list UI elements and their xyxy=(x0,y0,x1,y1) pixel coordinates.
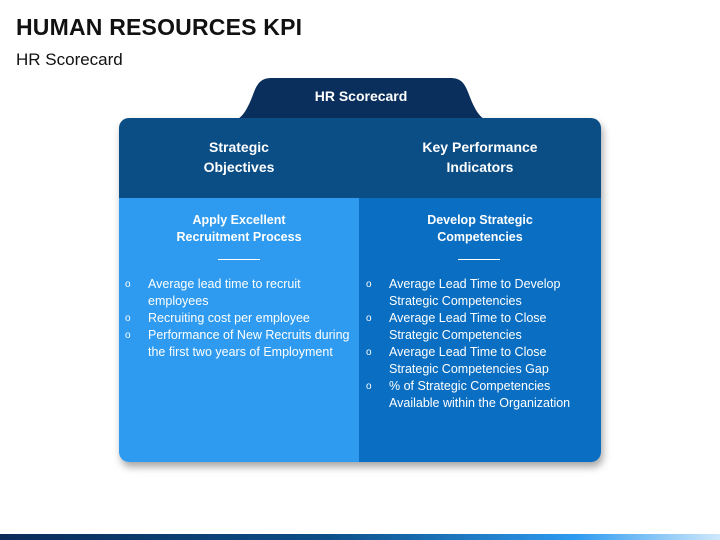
right-divider xyxy=(458,259,500,260)
footer-gradient-bar xyxy=(0,534,720,540)
circle-bullet-icon: o xyxy=(125,330,131,341)
scorecard-tab xyxy=(228,78,494,122)
scorecard-tab-label: HR Scorecard xyxy=(314,88,408,104)
header-strategic-objectives: Strategic Objectives xyxy=(203,139,275,175)
circle-bullet-icon: o xyxy=(125,279,131,290)
circle-bullet-icon: o xyxy=(366,347,372,358)
left-divider xyxy=(218,259,260,260)
circle-bullet-icon: o xyxy=(366,279,372,290)
right-column-title: Develop Strategic Competencies xyxy=(427,213,533,244)
circle-bullet-icon: o xyxy=(125,313,131,324)
scorecard-card: Strategic Objectives Key Performance Ind… xyxy=(119,118,601,462)
circle-bullet-icon: o xyxy=(366,381,372,392)
circle-bullet-icon: o xyxy=(366,313,372,324)
page-subtitle: HR Scorecard xyxy=(16,50,123,69)
page-title: HUMAN RESOURCES KPI xyxy=(16,14,303,40)
header-key-performance-indicators: Key Performance Indicators xyxy=(422,139,538,175)
scorecard-header: Strategic Objectives Key Performance Ind… xyxy=(119,118,601,198)
list-item: o% of Strategic Competencies Available w… xyxy=(366,379,571,410)
left-column-title: Apply Excellent Recruitment Process xyxy=(176,213,302,244)
